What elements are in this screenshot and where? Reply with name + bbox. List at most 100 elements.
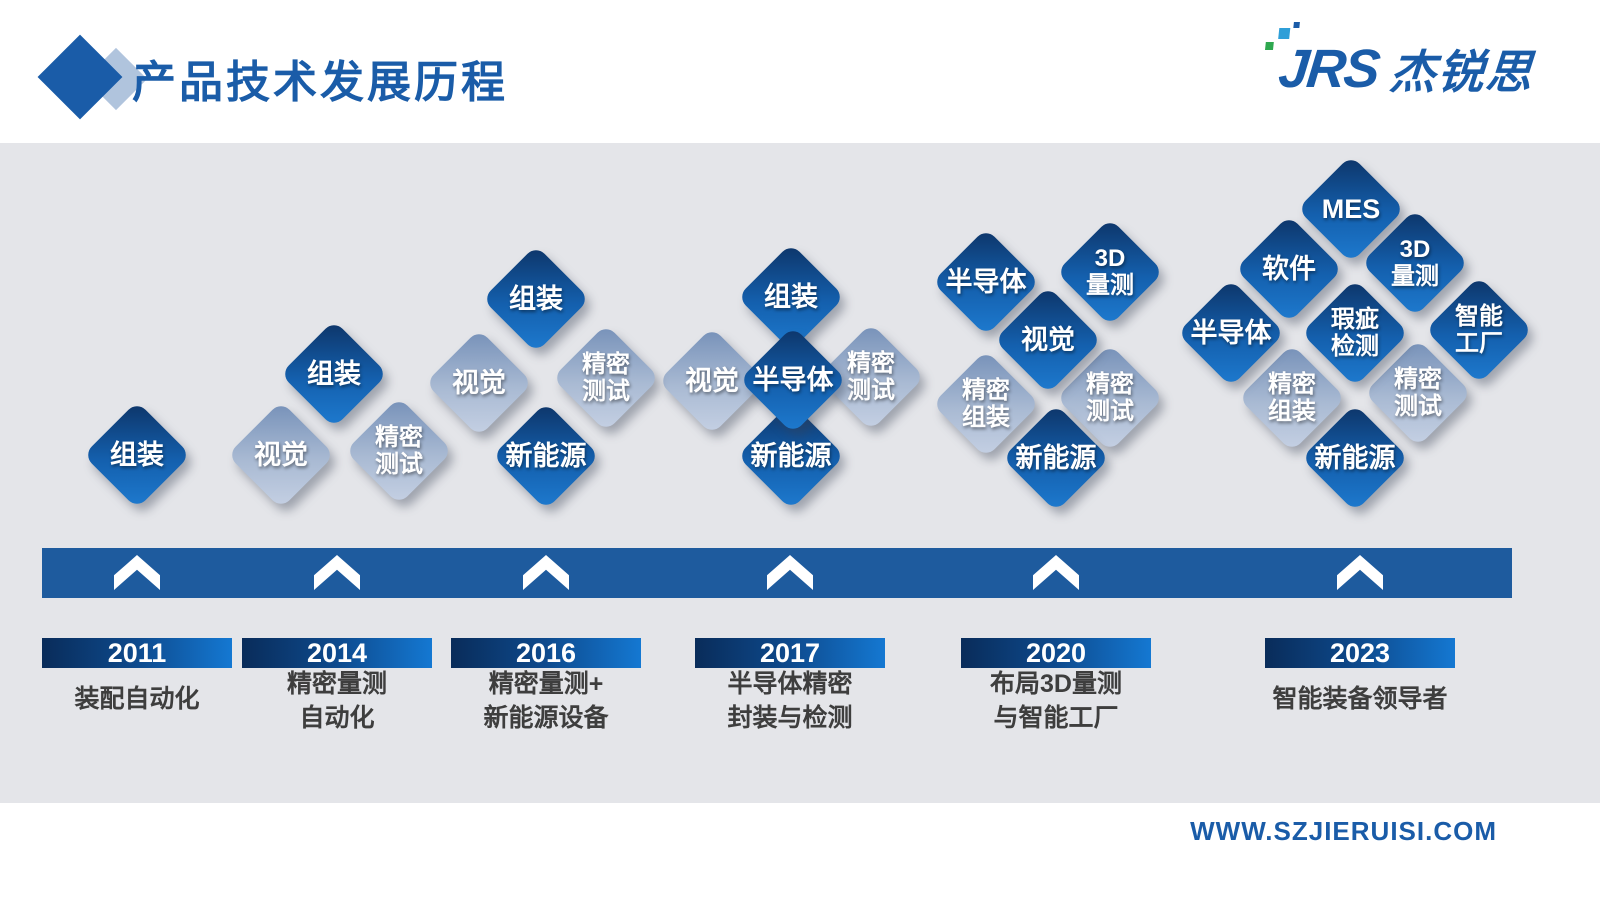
diamond-label-line: 精密 [375, 424, 423, 451]
tech-diamond-新能源: 新能源 [492, 402, 600, 510]
milestone-desc-2014: 精密量测自动化 [197, 667, 477, 735]
diamond-label: 智能工厂 [1399, 277, 1559, 383]
tech-diamond-半导体: 半导体 [932, 228, 1040, 336]
brand-latin-logo: JRS [1264, 22, 1382, 100]
diamond-label-line: 量测 [1391, 263, 1439, 290]
tech-diamond-半导体: 半导体 [1177, 279, 1285, 387]
year-badge-2020: 2020 [961, 638, 1151, 668]
title-diamond-dark-icon [37, 34, 123, 120]
brand-logo: JRS 杰锐思 [1264, 22, 1536, 104]
milestone-desc-line: 与智能工厂 [993, 704, 1119, 732]
diamond-label: 精密组装 [1212, 345, 1372, 451]
tech-diamond-精密测试: 精密测试 [817, 323, 925, 431]
tech-diamond-组装: 组装 [737, 243, 845, 351]
diamond-label-line: 测试 [1394, 393, 1442, 420]
diamond-label-line: 视觉 [254, 440, 308, 470]
tech-diamond-视觉: 视觉 [425, 329, 533, 437]
diamond-label: 视觉 [201, 402, 361, 508]
tech-diamond-精密测试: 精密测试 [345, 397, 453, 505]
diamond-label-line: 视觉 [685, 366, 739, 396]
diamond-label-line: 精密 [582, 351, 630, 378]
tech-diamond-精密测试: 精密测试 [1364, 339, 1472, 447]
milestone-desc-2020: 布局3D量测与智能工厂 [916, 667, 1196, 735]
diamond-label: 新能源 [711, 403, 871, 509]
diamond-label-line: 组装 [1268, 398, 1316, 425]
milestone-desc-2011: 装配自动化 [0, 667, 277, 716]
diamond-label-line: 工厂 [1455, 330, 1503, 357]
diamond-label-line: 智能 [1455, 303, 1503, 330]
diamond-label: 精密测试 [319, 398, 479, 504]
diamond-label-line: 测试 [847, 377, 895, 404]
tech-diamond-精密测试: 精密测试 [1056, 344, 1164, 452]
diamond-label-line: 软件 [1262, 254, 1316, 284]
diamond-label-line: 3D [1399, 236, 1431, 263]
tech-diamond-新能源: 新能源 [737, 402, 845, 510]
diamond-label-line: 新能源 [1015, 443, 1097, 473]
diamond-label: 组装 [711, 244, 871, 350]
brand-sparkle-green-icon [1264, 42, 1274, 50]
diamond-label-line: 组装 [509, 284, 563, 314]
diamond-label: 精密测试 [526, 325, 686, 431]
diamond-label-line: 精密 [1268, 371, 1316, 398]
header: 产品技术发展历程 JRS 杰锐思 [0, 0, 1600, 143]
diamond-label-line: 量测 [1086, 272, 1134, 299]
diamond-label: 精密测试 [791, 324, 951, 430]
diamond-label: 半导体 [906, 229, 1066, 335]
milestone-desc-line: 封装与检测 [727, 704, 853, 732]
tech-diamond-软件: 软件 [1235, 215, 1343, 323]
diamond-label: 新能源 [466, 403, 626, 509]
diamond-label-line: 精密 [1086, 371, 1134, 398]
diamond-label: 精密组装 [906, 351, 1066, 457]
diamond-label-line: 新能源 [1314, 443, 1396, 473]
milestone-desc-line: 布局3D量测 [990, 670, 1122, 698]
year-badge-2011: 2011 [42, 638, 232, 668]
diamond-label: 精密测试 [1030, 345, 1190, 451]
diamond-label-line: 组装 [764, 282, 818, 312]
brand-sparkle-navy-icon [1293, 22, 1300, 28]
diamond-label-line: 半导体 [752, 365, 834, 395]
diamond-label: 精密测试 [1338, 340, 1498, 446]
diamond-label-line: 测试 [582, 378, 630, 405]
title-diamond-icon [18, 10, 148, 130]
milestone-desc-2017: 半导体精密封装与检测 [650, 667, 930, 735]
diamond-label-line: 半导体 [1190, 318, 1272, 348]
diamond-label-line: MES [1321, 194, 1381, 224]
footer: WWW.SZJIERUISI.COM [0, 803, 1600, 900]
diamond-label: 视觉 [632, 328, 792, 434]
tech-diamond-瑕疵检测: 瑕疵检测 [1301, 279, 1409, 387]
diamond-label-line: 测试 [375, 451, 423, 478]
diamond-label-line: 瑕疵 [1331, 306, 1379, 333]
tech-diamond-视觉: 视觉 [658, 327, 766, 435]
diamond-label-line: 组装 [962, 404, 1010, 431]
year-badge-2016: 2016 [451, 638, 641, 668]
tech-diamond-智能工厂: 智能工厂 [1425, 276, 1533, 384]
year-badge-2023: 2023 [1265, 638, 1455, 668]
milestone-desc-line: 精密量测 [286, 670, 387, 698]
diamond-label: 组装 [57, 402, 217, 508]
tech-diamond-组装: 组装 [482, 245, 590, 353]
milestone-desc-line: 半导体精密 [727, 670, 853, 698]
tech-diamond-新能源: 新能源 [1301, 404, 1409, 512]
diamond-label-line: 精密 [847, 350, 895, 377]
tech-diamond-半导体: 半导体 [739, 326, 847, 434]
milestone-desc-line: 智能装备领导者 [1272, 685, 1448, 713]
diamond-label-line: 视觉 [1021, 325, 1075, 355]
diamond-label-line: 组装 [307, 359, 361, 389]
diamond-label-line: 检测 [1331, 333, 1379, 360]
diamond-label-line: 新能源 [750, 441, 832, 471]
tech-diamond-精密组装: 精密组装 [932, 350, 1040, 458]
diamond-label-line: 组装 [110, 440, 164, 470]
tech-diamond-精密组装: 精密组装 [1238, 344, 1346, 452]
tech-diamond-精密测试: 精密测试 [552, 324, 660, 432]
diamond-label: 半导体 [713, 327, 873, 433]
diamond-label: 视觉 [968, 287, 1128, 393]
diamond-label: 新能源 [1275, 405, 1435, 511]
diamond-label: MES [1271, 156, 1431, 262]
diamond-label-line: 精密 [962, 377, 1010, 404]
milestone-desc-line: 装配自动化 [74, 685, 200, 713]
